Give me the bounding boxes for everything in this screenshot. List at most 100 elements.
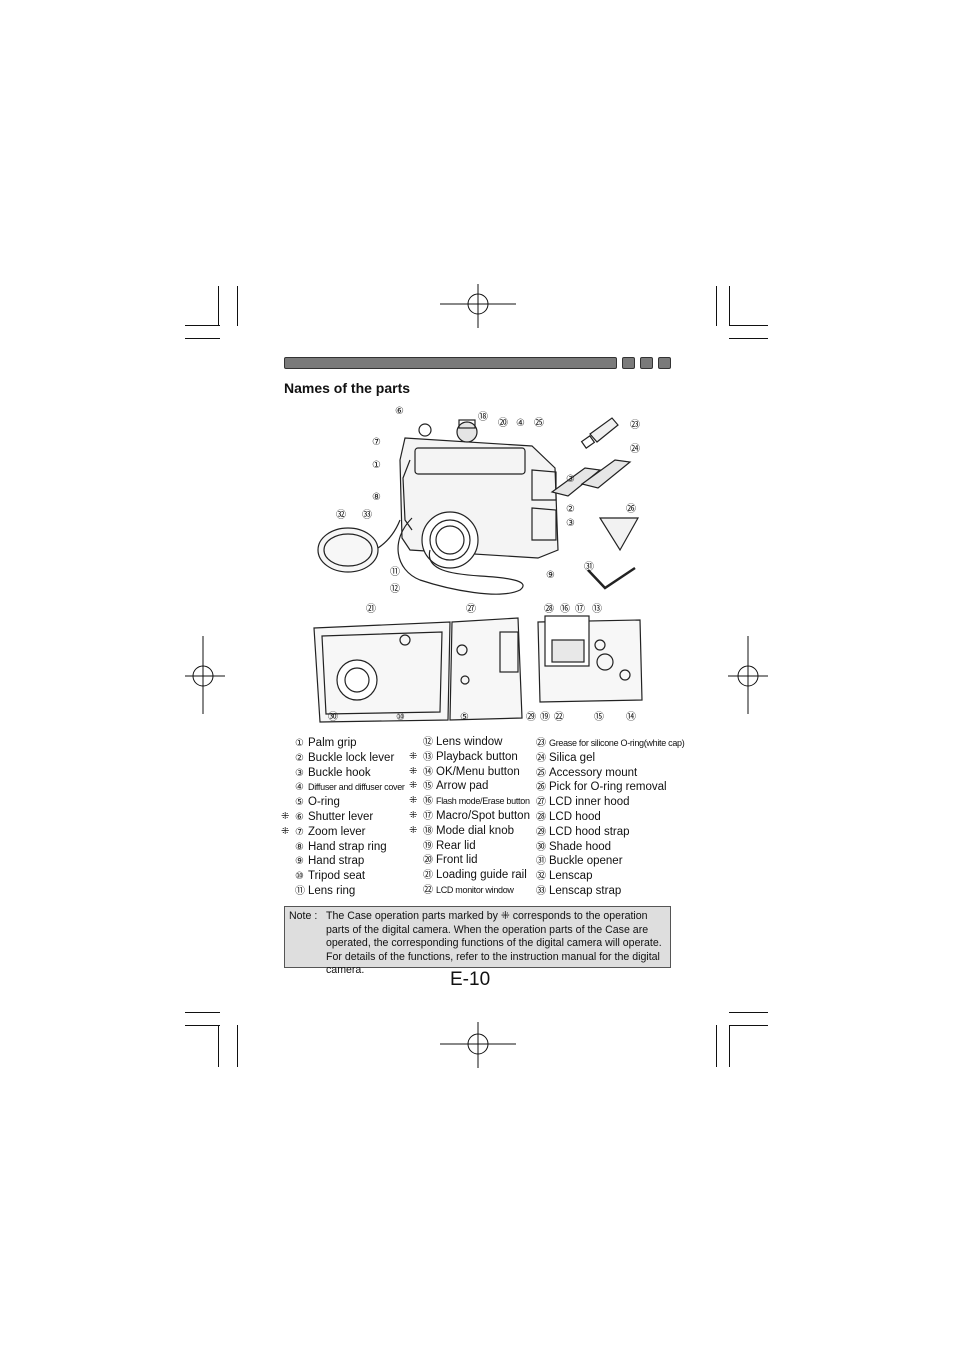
part-label: Rear lid [436,839,476,852]
part-label: Loading guide rail [436,869,527,882]
callout-6: ⑥ [395,406,404,417]
callout-22: ㉒ [554,711,564,723]
part-label: Silica gel [549,751,596,764]
part-label: Buckle lock lever [308,751,395,764]
part-number: ⑯ [423,796,433,808]
part-number: ㉓ [536,738,546,749]
part-number: ② [295,752,304,764]
part-number: ⑱ [423,825,433,837]
part-number: ⑲ [423,840,433,852]
callout-28: ㉘ [544,603,554,615]
camera-operation-mark: ⁜ [409,809,418,821]
part-label: Lenscap strap [549,884,622,897]
part-number: ㉘ [536,811,546,823]
parts-list-item: ⑩ Tripod seat [295,869,405,884]
part-label: Lens window [436,736,503,748]
part-number: ㉛ [536,856,546,868]
note-box: Note : The Case operation parts marked b… [284,906,671,976]
part-label: Hand strap ring [308,840,387,853]
part-number: ㉑ [423,870,433,882]
callout-4: ④ [516,418,525,429]
part-label: Buckle hook [308,766,371,779]
callout-7: ⑦ [372,437,381,448]
camera-operation-mark: ⁜ [281,825,290,837]
part-label: Hand strap [308,855,365,868]
part-label: Lens ring [308,884,356,897]
camera-operation-mark: ⁜ [409,780,418,792]
callout-26: ㉖ [626,503,636,515]
part-number: ㉝ [536,885,546,897]
part-number: ⑰ [423,810,433,822]
part-number: ㉗ [536,797,546,809]
part-label: Tripod seat [308,870,366,883]
part-number: ① [295,738,304,749]
part-label: Playback button [436,750,518,763]
part-label: Accessory mount [549,766,638,779]
registration-mark-right [728,636,768,714]
callout-12: ⑫ [390,583,400,595]
note-text: The Case operation parts marked by ⁜ cor… [326,910,662,976]
part-number: ㉚ [536,841,546,853]
part-number: ⑭ [423,766,433,778]
callout-3a: ③ [566,474,575,485]
part-label: Pick for O-ring removal [549,781,667,794]
callout-11: ⑪ [390,566,400,578]
registration-mark-top [440,284,516,328]
part-number: ㉖ [536,782,546,794]
part-number: ⑦ [295,826,304,838]
camera-operation-mark: ⁜ [281,810,290,822]
part-number: ⑩ [295,871,304,883]
header-square [640,357,653,369]
part-label: Grease for silicone O-ring(white cap) [549,738,685,748]
part-label: Palm grip [308,737,357,749]
header-square [622,357,635,369]
part-number: ⑬ [423,751,433,763]
callout-16: ⑯ [560,603,570,615]
part-label: Diffuser and diffuser cover [308,782,405,793]
callout-19: ⑲ [540,711,550,723]
part-label: LCD monitor window [436,884,514,895]
callout-17: ⑰ [575,603,585,615]
callout-24: ㉔ [630,443,640,455]
callout-25: ㉕ [534,417,544,429]
callout-15: ⑮ [594,711,604,723]
callout-5: ⑤ [460,712,469,723]
camera-operation-mark: ⁜ [409,795,418,807]
callout-23: ㉓ [630,419,640,431]
camera-operation-mark: ⁜ [409,750,418,762]
callout-2: ② [566,504,575,515]
part-number: ㉙ [536,826,546,838]
callout-10: ⑩ [396,712,405,723]
part-label: Arrow pad [436,780,489,793]
callout-8: ⑧ [372,492,381,503]
part-number: ③ [295,767,304,779]
part-number: ⑫ [423,737,433,748]
part-label: Buckle opener [549,855,623,868]
callout-30: ㉚ [328,711,338,723]
part-label: OK/Menu button [436,765,520,778]
camera-operation-mark: ⁜ [409,824,418,836]
note-label: Note : [289,910,318,922]
part-number: ⑥ [295,811,304,823]
part-number: ⑧ [295,841,304,853]
part-label: O-ring [308,796,340,809]
